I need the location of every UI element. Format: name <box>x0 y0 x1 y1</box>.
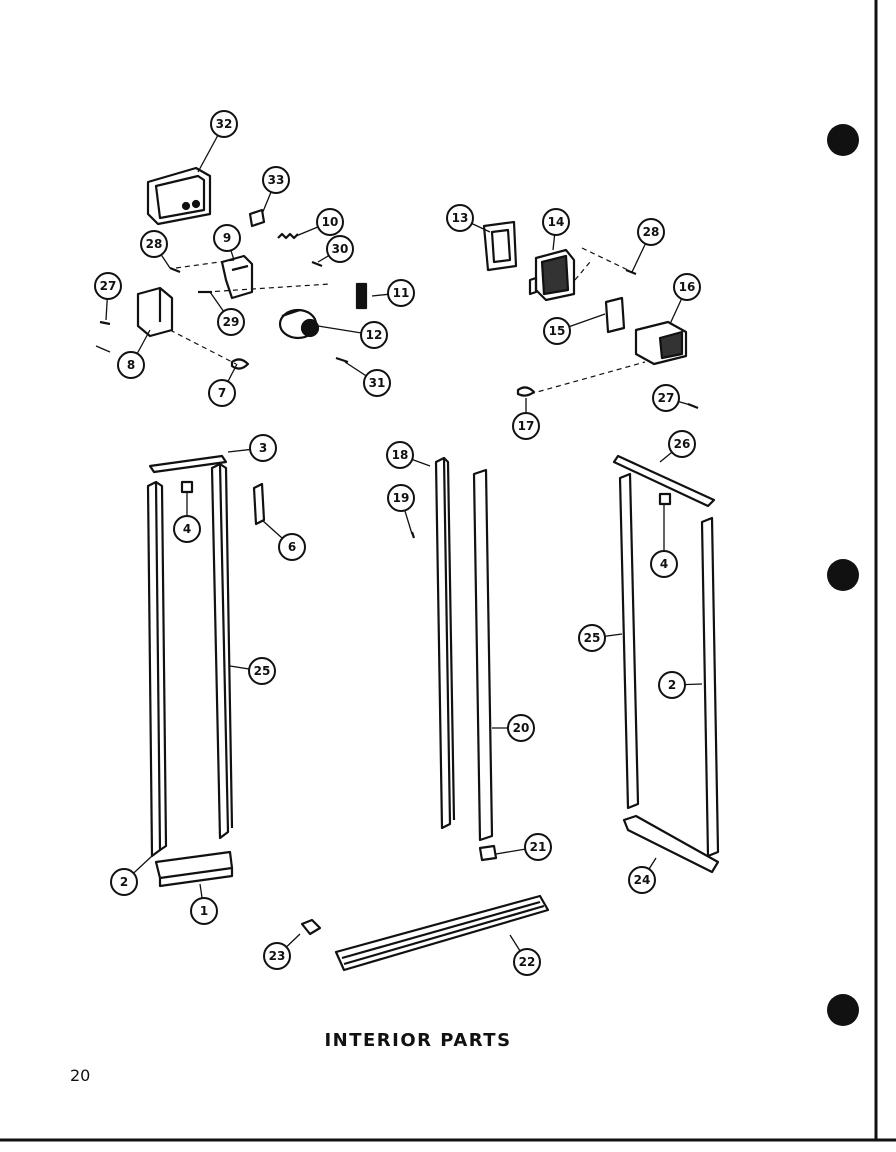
callout: 29 <box>217 308 245 336</box>
svg-text:32: 32 <box>216 117 233 131</box>
callout: 10 <box>316 208 344 236</box>
svg-text:1: 1 <box>200 904 208 918</box>
callout: 12 <box>360 321 388 349</box>
svg-text:28: 28 <box>643 225 660 239</box>
svg-text:30: 30 <box>332 242 349 256</box>
callout: 2 <box>658 671 686 699</box>
callout: 19 <box>387 484 415 512</box>
part-drawings <box>99 166 720 972</box>
svg-text:24: 24 <box>634 873 651 887</box>
callout: 16 <box>673 273 701 301</box>
binder-hole <box>827 559 859 591</box>
svg-text:28: 28 <box>146 237 163 251</box>
callout: 20 <box>507 714 535 742</box>
callout: 24 <box>628 866 656 894</box>
svg-text:23: 23 <box>269 949 286 963</box>
svg-text:27: 27 <box>100 279 117 293</box>
svg-text:15: 15 <box>549 324 566 338</box>
svg-text:9: 9 <box>223 231 231 245</box>
svg-text:25: 25 <box>584 631 601 645</box>
svg-text:2: 2 <box>120 875 128 889</box>
svg-text:7: 7 <box>218 386 226 400</box>
svg-text:25: 25 <box>254 664 271 678</box>
svg-text:10: 10 <box>322 215 339 229</box>
leader-lines <box>95 123 703 963</box>
svg-text:26: 26 <box>674 437 691 451</box>
svg-text:11: 11 <box>393 286 410 300</box>
svg-text:29: 29 <box>223 315 240 329</box>
binder-hole <box>827 124 859 156</box>
callout: 11 <box>387 279 415 307</box>
callout: 21 <box>524 833 552 861</box>
callout: 4 <box>173 515 201 543</box>
svg-text:31: 31 <box>369 376 386 390</box>
callout: 26 <box>668 430 696 458</box>
callout: 9 <box>213 224 241 252</box>
callout: 17 <box>512 412 540 440</box>
svg-text:14: 14 <box>548 215 565 229</box>
callout: 27 <box>652 384 680 412</box>
svg-text:17: 17 <box>518 419 535 433</box>
callout: 7 <box>208 379 236 407</box>
svg-text:2: 2 <box>668 678 676 692</box>
svg-text:21: 21 <box>530 840 547 854</box>
callout: 28 <box>140 230 168 258</box>
svg-text:4: 4 <box>660 557 668 571</box>
callouts: 32 33 10 30 9 28 27 29 11 12 8 7 31 13 1… <box>94 110 701 976</box>
diagram-caption: INTERIOR PARTS <box>324 1030 512 1051</box>
svg-text:20: 20 <box>513 721 530 735</box>
callout: 13 <box>446 204 474 232</box>
svg-text:16: 16 <box>679 280 696 294</box>
svg-text:6: 6 <box>288 540 296 554</box>
callout: 22 <box>513 948 541 976</box>
callout: 1 <box>190 897 218 925</box>
callout: 18 <box>386 441 414 469</box>
callout: 6 <box>278 533 306 561</box>
svg-text:27: 27 <box>658 391 675 405</box>
svg-text:18: 18 <box>392 448 409 462</box>
dashed-guides <box>169 247 646 395</box>
svg-text:12: 12 <box>366 328 383 342</box>
callout: 27 <box>94 272 122 300</box>
svg-text:4: 4 <box>183 522 191 536</box>
callout: 31 <box>363 369 391 397</box>
callout: 8 <box>117 351 145 379</box>
callout: 30 <box>326 235 354 263</box>
svg-text:8: 8 <box>127 358 135 372</box>
svg-text:3: 3 <box>259 441 267 455</box>
svg-text:19: 19 <box>393 491 410 505</box>
binder-hole <box>827 994 859 1026</box>
page-number: 20 <box>70 1066 91 1085</box>
callout: 15 <box>543 317 571 345</box>
callout: 3 <box>249 434 277 462</box>
callout: 28 <box>637 218 665 246</box>
callout: 23 <box>263 942 291 970</box>
callout: 33 <box>262 166 290 194</box>
callout: 25 <box>248 657 276 685</box>
callout: 4 <box>650 550 678 578</box>
callout: 14 <box>542 208 570 236</box>
svg-text:13: 13 <box>452 211 469 225</box>
svg-text:22: 22 <box>519 955 536 969</box>
callout: 32 <box>210 110 238 138</box>
callout: 25 <box>578 624 606 652</box>
svg-text:33: 33 <box>268 173 285 187</box>
callout: 2 <box>110 868 138 896</box>
